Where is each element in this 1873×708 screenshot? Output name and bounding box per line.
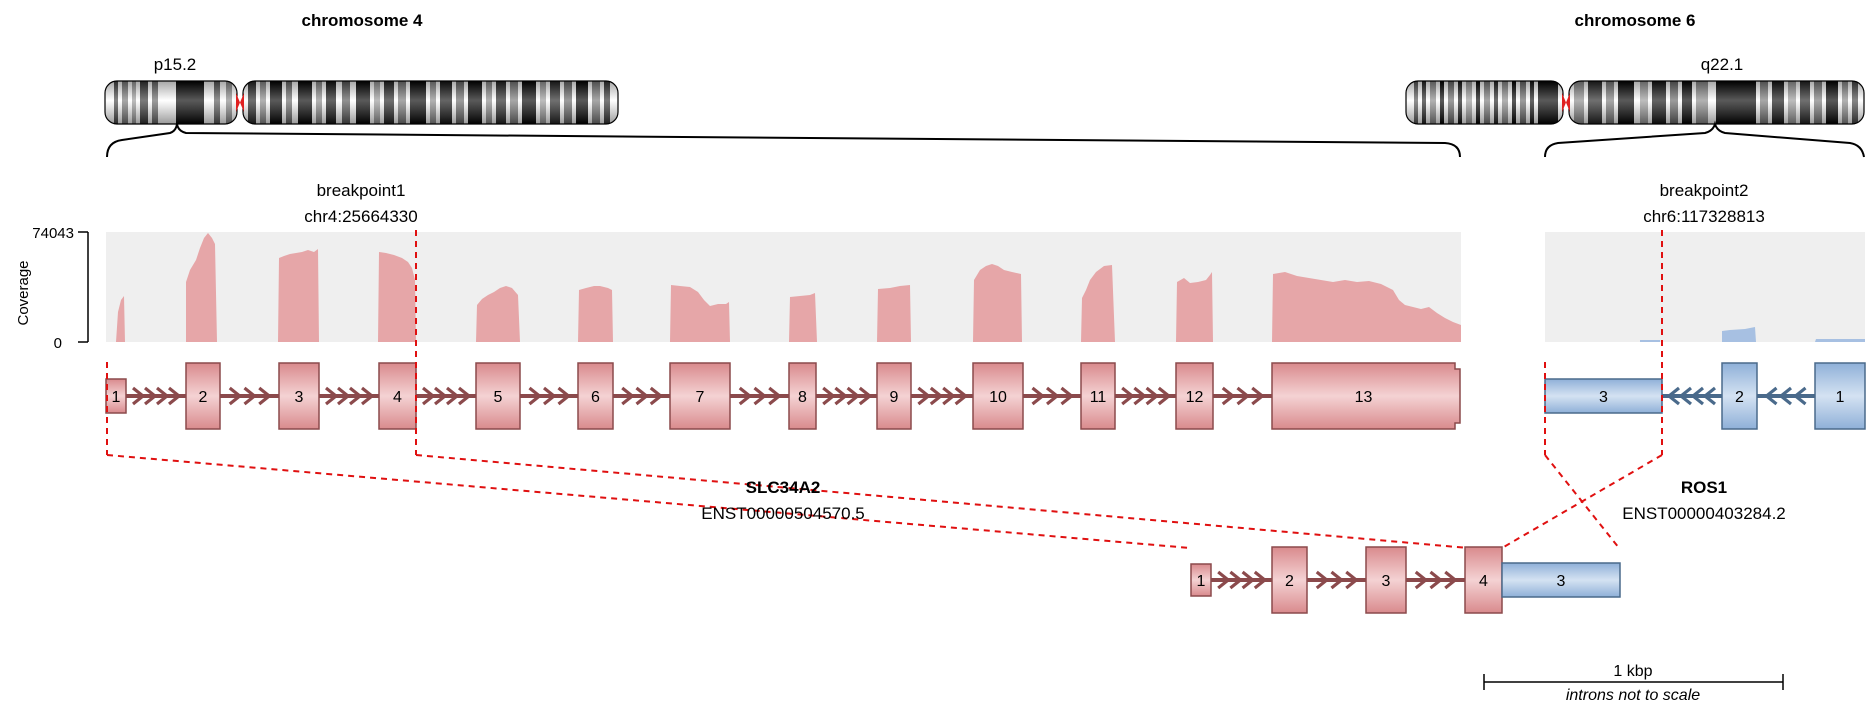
exon-label: 4 [1479, 573, 1488, 590]
coverage-axis: 74043 0 Coverage [15, 225, 89, 352]
chromosome-6-zoom-brace [1544, 120, 1865, 158]
transcript-id-slc34a2: ENST00000504570.5 [701, 504, 865, 523]
gene-symbol-slc34a2: SLC34A2 [746, 478, 821, 497]
coverage-max-label: 74043 [32, 225, 74, 242]
exon-2: 2 [1721, 362, 1758, 430]
exon-2: 2 [1271, 546, 1308, 614]
chromosome-6-ideogram [1405, 80, 1865, 125]
exon-label: 5 [494, 389, 503, 406]
exon-10: 10 [972, 362, 1024, 430]
exon-label: 1 [1197, 573, 1206, 590]
exon-label: 7 [696, 389, 705, 406]
exon-1: 1 [1814, 362, 1866, 430]
breakpoint2-label: breakpoint2 [1660, 181, 1749, 200]
coverage-area-ros1 [1640, 327, 1865, 342]
chromosome-4-title: chromosome 4 [302, 11, 423, 30]
fusion-guide-ros1-end [1544, 454, 1620, 549]
scale-bar-note: introns not to scale [1566, 687, 1700, 704]
exon-label: 10 [989, 389, 1007, 406]
exon-3: 3 [1365, 546, 1407, 614]
exon-label: 9 [890, 389, 899, 406]
breakpoint1-coordinate: chr4:25664330 [304, 207, 417, 226]
exon-label: 2 [1285, 573, 1294, 590]
coverage-area-slc34a2 [116, 233, 1461, 342]
exon-5: 5 [475, 362, 521, 430]
exon-label: 1 [112, 389, 121, 406]
fusion-guide-slc34a2-break [415, 454, 1469, 549]
exon-label: 2 [199, 389, 208, 406]
exon-label: 3 [1382, 573, 1391, 590]
gene-symbol-ros1: ROS1 [1681, 478, 1727, 497]
exon-1: 1 [105, 378, 127, 414]
exon-label: 12 [1186, 389, 1204, 406]
exon-label: 1 [1836, 389, 1845, 406]
coverage-track-slc34a2-background [106, 232, 1461, 342]
breakpoint1-label: breakpoint1 [317, 181, 406, 200]
exon-3: 3 [1544, 378, 1663, 414]
exon-label: 3 [295, 389, 304, 406]
exon-2: 2 [185, 362, 221, 430]
chromosome-6-band-label: q22.1 [1701, 55, 1744, 74]
exon-3: 3 [278, 362, 320, 430]
exon-3: 3 [1501, 562, 1621, 598]
scale-bar-label: 1 kbp [1613, 663, 1652, 680]
coverage-track-ros1-background [1545, 232, 1865, 342]
breakpoint-guides [106, 230, 1663, 549]
fusion-guide-slc34a2-start [106, 454, 1191, 549]
fusion-transcript: 1 2 3 4 3 [1190, 546, 1621, 614]
exon-label: 4 [393, 389, 402, 406]
chromosome-6-title: chromosome 6 [1575, 11, 1696, 30]
transcript-id-ros1: ENST00000403284.2 [1622, 504, 1786, 523]
exon-1: 1 [1190, 563, 1212, 597]
coverage-axis-title: Coverage [15, 260, 32, 325]
exon-label: 8 [798, 389, 807, 406]
exon-label: 11 [1090, 389, 1107, 406]
chromosome-4-ideogram [104, 80, 619, 125]
coverage-min-label: 0 [54, 335, 62, 352]
exon-6: 6 [577, 362, 614, 430]
exon-4: 4 [378, 362, 417, 430]
exon-label: 6 [591, 389, 600, 406]
exon-label: 13 [1355, 389, 1373, 406]
gene-track-ros1: 3 2 1 [1544, 362, 1866, 430]
breakpoint2-coordinate: chr6:117328813 [1643, 207, 1765, 226]
exon-11: 11 [1080, 362, 1116, 430]
exon-13: 13 [1271, 362, 1461, 430]
exon-9: 9 [876, 362, 912, 430]
exon-12: 12 [1175, 362, 1214, 430]
exon-label: 3 [1599, 389, 1608, 406]
chromosome-4-band-label: p15.2 [154, 55, 197, 74]
exon-8: 8 [788, 362, 817, 430]
chromosome-4-zoom-brace [106, 123, 1461, 158]
exon-7: 7 [669, 362, 731, 430]
scale-bar: 1 kbp introns not to scale [1483, 663, 1784, 704]
exon-label: 2 [1735, 389, 1744, 406]
exon-label: 3 [1557, 573, 1566, 590]
exon-4: 4 [1464, 546, 1503, 614]
